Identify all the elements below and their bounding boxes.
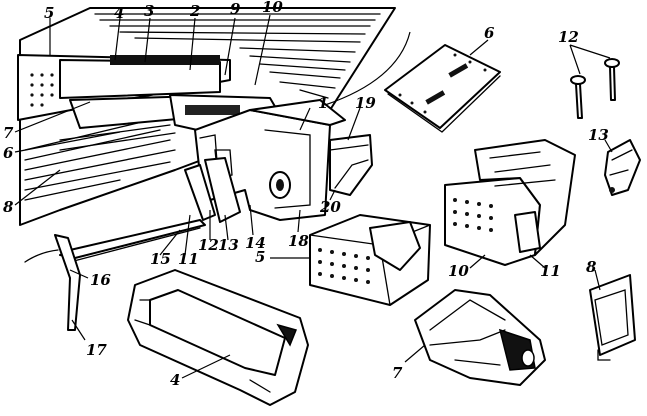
- callout-6: 6: [3, 144, 14, 162]
- callout-5-striker: 5: [255, 248, 265, 266]
- callout-5: 5: [44, 4, 54, 22]
- knuckle-piece: [329, 134, 373, 196]
- callout-7: 7: [3, 124, 14, 142]
- callout-12: 12: [198, 236, 219, 254]
- callout-20: 20: [319, 198, 341, 216]
- callout-3: 3: [144, 2, 154, 20]
- clamp: [604, 139, 641, 196]
- wear-plate: [384, 44, 501, 133]
- callout-13: 13: [218, 236, 239, 254]
- callout-7-housing: 7: [392, 364, 403, 382]
- callout-10-stop: 10: [448, 262, 469, 280]
- callout-6-plate: 6: [484, 24, 495, 42]
- callout-14: 14: [245, 234, 266, 252]
- rear-stop: [444, 139, 576, 266]
- draft-gear-housing: [414, 289, 546, 386]
- callout-15: 15: [150, 250, 171, 268]
- callout-11-stop: 11: [540, 262, 561, 280]
- leader-lines: [14, 14, 613, 379]
- callout-8-carrier: 8: [586, 258, 597, 276]
- callout-16: 16: [90, 271, 111, 289]
- callout-4-yoke: 4: [170, 371, 180, 389]
- callout-18: 18: [288, 232, 309, 250]
- bolts: [570, 58, 620, 119]
- uncoupling-rod: [24, 219, 206, 331]
- callout-12-bolts: 12: [558, 28, 579, 46]
- callout-10: 10: [262, 0, 283, 16]
- car-frame-floor: [17, 7, 396, 226]
- callout-19: 19: [355, 94, 376, 112]
- callout-8: 8: [3, 198, 14, 216]
- callout-17: 17: [86, 341, 107, 359]
- lock-lever: [184, 157, 241, 223]
- striker-block: [309, 214, 431, 306]
- callout-2: 2: [189, 2, 200, 20]
- callout-1: 1: [318, 94, 328, 112]
- callout-4: 4: [114, 4, 124, 22]
- callout-11: 11: [178, 250, 199, 268]
- callout-9: 9: [230, 0, 241, 18]
- yoke: [127, 269, 309, 406]
- callout-labels: 5 4 3 2 9 10 1 19 20 18 14 13 12 11 15 1…: [3, 0, 609, 389]
- callout-13-clamp: 13: [588, 126, 609, 144]
- carrier-iron: [589, 274, 636, 361]
